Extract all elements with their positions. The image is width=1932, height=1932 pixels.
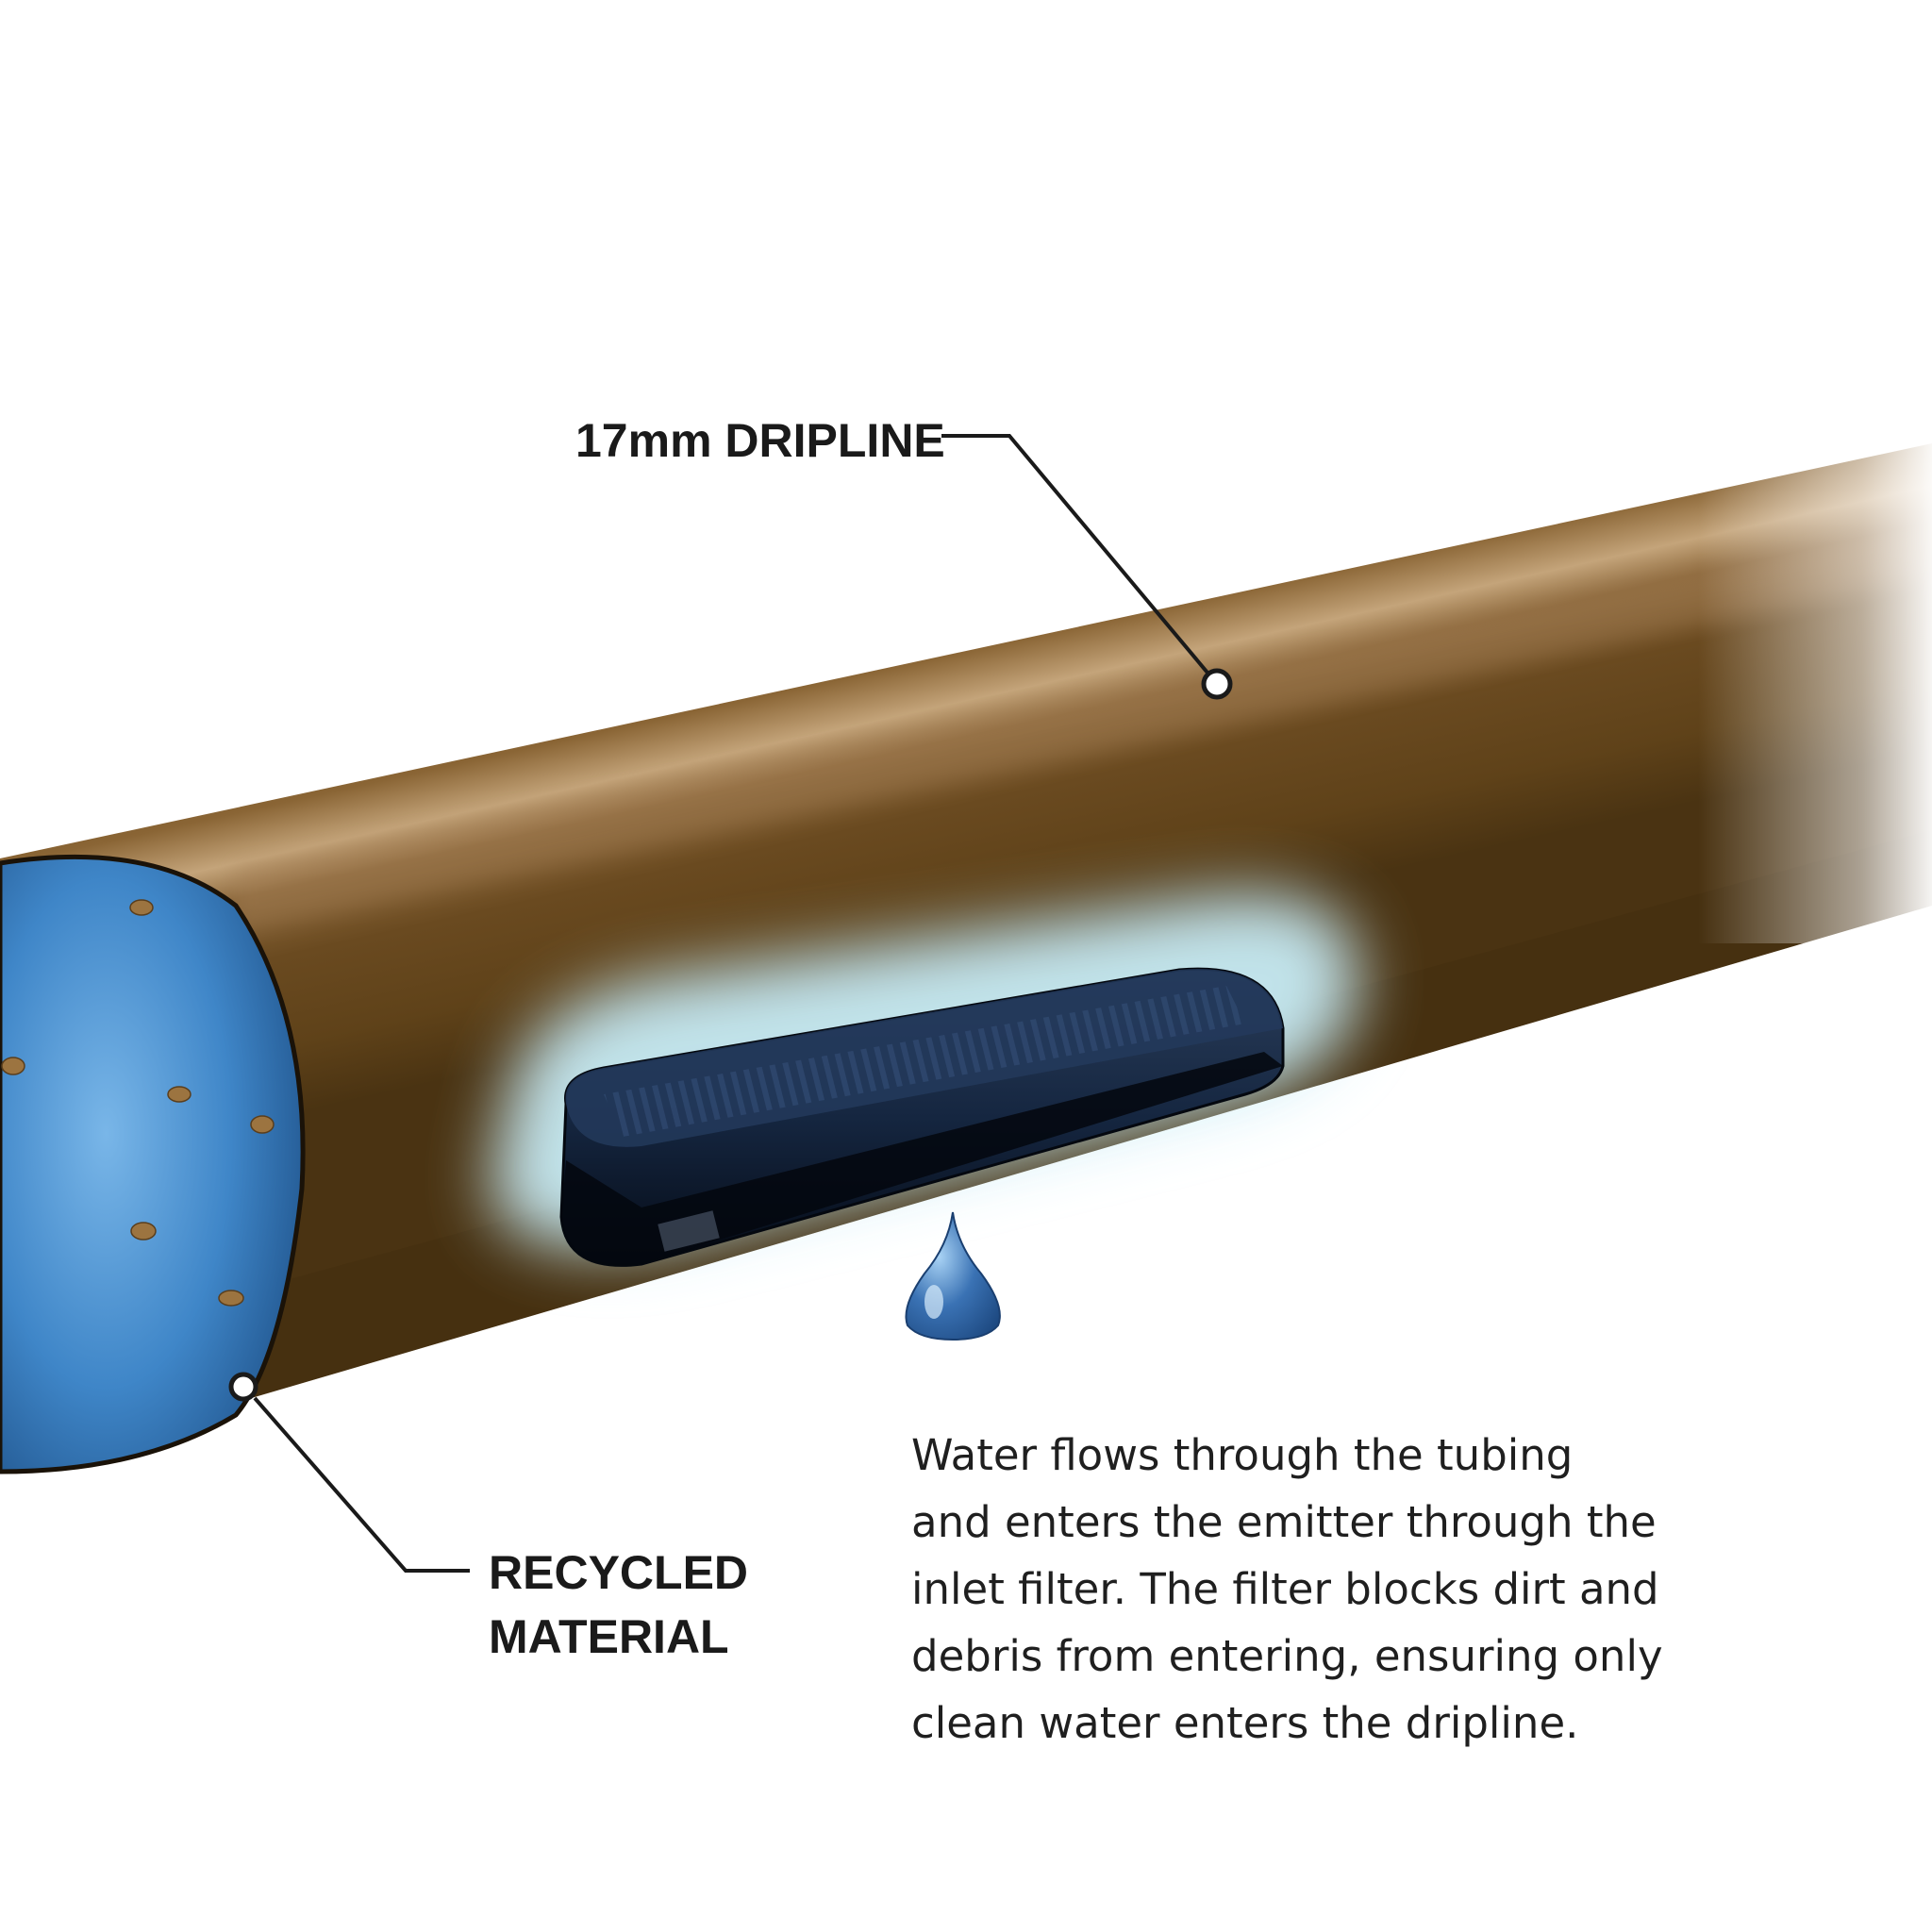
- emitter-ribs: [604, 986, 1245, 1137]
- callout-dripline: 17mm DRIPLINE: [575, 414, 1233, 700]
- tube-cut-end: [0, 854, 306, 1474]
- description-line: clean water enters the dripline.: [911, 1698, 1578, 1748]
- description-paragraph: Water flows through the tubing and enter…: [911, 1430, 1663, 1748]
- emitter: [559, 967, 1285, 1267]
- description-line: and enters the emitter through the: [911, 1497, 1657, 1547]
- callout-material-marker: [228, 1372, 258, 1402]
- callout-material-label-line1: RECYCLED: [489, 1546, 748, 1599]
- description-line: Water flows through the tubing: [911, 1430, 1573, 1480]
- tube-fade: [1698, 415, 1932, 943]
- description-line: debris from entering, ensuring only: [911, 1631, 1663, 1681]
- callout-material-leader: [253, 1396, 470, 1573]
- emitter-sheen: [658, 1210, 720, 1252]
- callout-dripline-label: 17mm DRIPLINE: [575, 414, 945, 467]
- debris-particles: [1, 899, 275, 1307]
- tube-interior: [0, 854, 306, 1474]
- water-drop-icon: [905, 1211, 1001, 1341]
- callout-dripline-marker: [1201, 668, 1233, 700]
- water-drop-highlight: [924, 1285, 943, 1319]
- callout-material: RECYCLED MATERIAL: [228, 1372, 748, 1663]
- description-line: inlet filter. The filter blocks dirt and: [911, 1564, 1659, 1614]
- emitter-front-edge: [561, 1052, 1283, 1266]
- callout-dripline-leader: [941, 434, 1219, 686]
- callout-material-label-line2: MATERIAL: [489, 1610, 729, 1663]
- tube-highlight: [236, 528, 1932, 934]
